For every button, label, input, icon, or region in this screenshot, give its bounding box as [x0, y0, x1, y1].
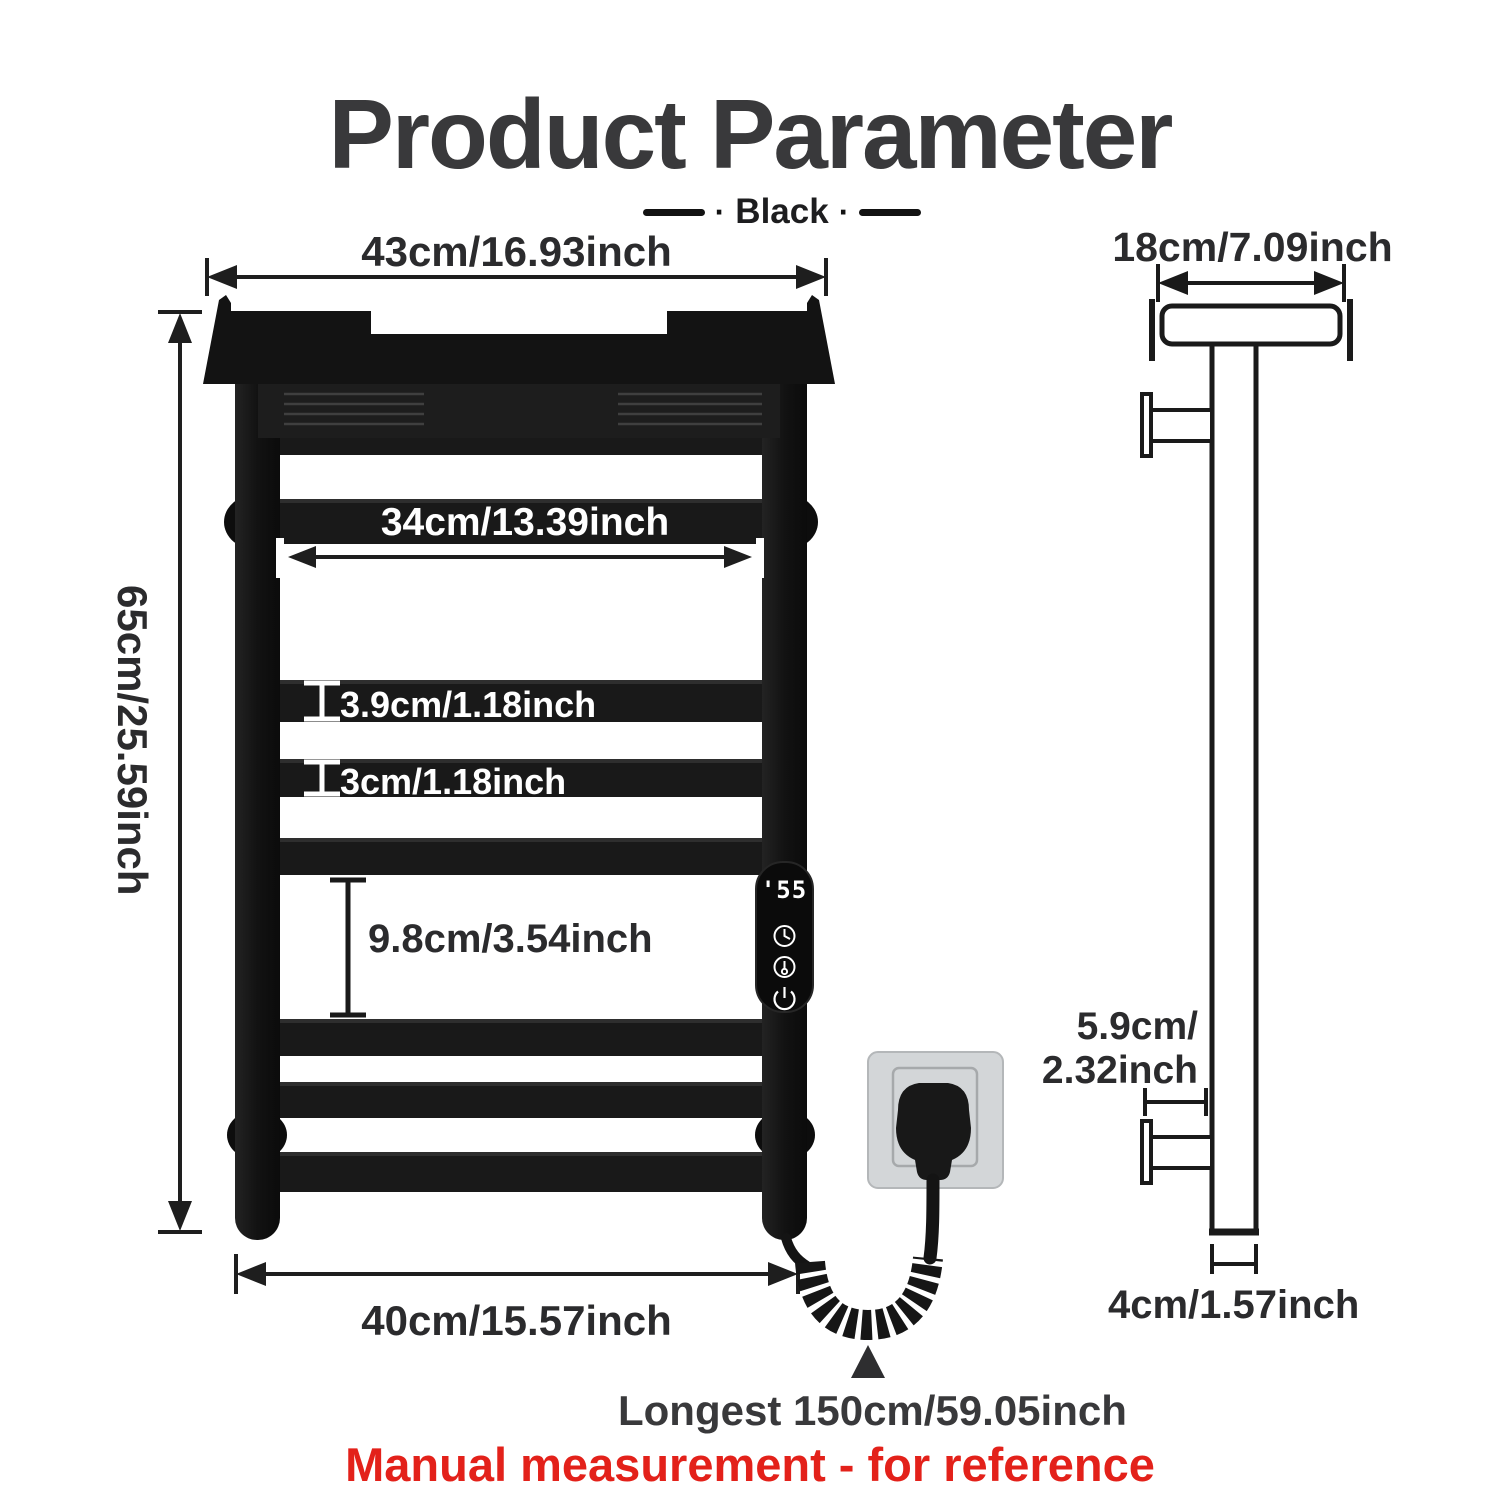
rack-post-left	[235, 358, 280, 1240]
dot-decoration-left: ·	[714, 194, 726, 230]
rack-rung	[262, 499, 776, 544]
dim-middle-gap-label: 9.8cm/3.54inch	[368, 917, 653, 961]
control-panel	[755, 861, 814, 1013]
dim-rung-width-ibeam	[304, 759, 340, 797]
dim-wall-distance-line1: 5.9cm/	[1076, 1005, 1198, 1048]
dim-rung-gap-label: 3.9cm/1.18inch	[340, 684, 597, 725]
dim-height-label: 65cm/25.59inch	[109, 585, 156, 896]
wall-bracket-lower	[1140, 1119, 1214, 1185]
rack-rung	[262, 1019, 776, 1056]
dim-post-depth-label: 4cm/1.57inch	[1108, 1283, 1360, 1327]
top-shelf	[203, 295, 835, 384]
shelf-profile	[1159, 303, 1343, 347]
towel-rack-side-view	[1140, 264, 1353, 1274]
dim-top-width-arrow	[205, 258, 828, 296]
dim-height-arrow	[158, 310, 202, 1234]
rack-rung	[262, 1082, 776, 1118]
dim-wall-distance-label: 5.9cm/ 2.32inch	[1030, 1005, 1198, 1092]
rack-rung	[262, 1152, 776, 1192]
panel-temperature-display: '55	[760, 876, 808, 904]
power-plug	[896, 1083, 971, 1265]
dim-inner-width-arrow	[276, 538, 764, 578]
dim-rung-width-label: 3cm/1.18inch	[340, 761, 567, 802]
cord-pointer-triangle	[851, 1345, 885, 1378]
variant-label: Black	[735, 192, 829, 231]
cord-length-label: Longest 150cm/59.05inch	[618, 1387, 1127, 1434]
page-title: Product Parameter	[328, 79, 1174, 189]
measurement-footnote: Manual measurement - for reference	[345, 1438, 1155, 1491]
dim-depth-label: 18cm/7.09inch	[1112, 224, 1393, 270]
dim-wall-distance-ibeam	[1143, 1088, 1208, 1116]
dash-decoration-left	[642, 208, 705, 216]
rack-rung	[262, 680, 776, 722]
wall-bracket-upper	[1140, 392, 1214, 458]
dim-top-width-label: 43cm/16.93inch	[361, 228, 672, 275]
post-profile	[1209, 344, 1259, 1236]
dim-rung-gap-ibeam	[304, 680, 340, 722]
timer-clock-icon	[773, 925, 796, 947]
dim-post-depth-ibeam	[1210, 1244, 1258, 1274]
dim-depth-arrow	[1156, 264, 1346, 302]
rack-rungs	[262, 420, 776, 1192]
dim-bottom-width-label: 40cm/15.57inch	[361, 1297, 672, 1344]
rack-rung	[262, 759, 776, 797]
dim-bottom-width-arrow	[234, 1254, 800, 1294]
temperature-icon	[773, 956, 796, 978]
dot-decoration-right: ·	[838, 194, 850, 230]
dim-wall-distance-line2: 2.32inch	[1041, 1048, 1198, 1092]
dim-inner-width-label: 34cm/13.39inch	[380, 501, 670, 544]
power-icon	[773, 987, 796, 1011]
vent-slats	[258, 384, 780, 438]
dim-middle-gap-ibeam	[330, 877, 366, 1018]
coiled-cord	[781, 1233, 943, 1341]
dash-decoration-right	[859, 208, 922, 216]
variant-row: · Black ·	[32, 192, 1500, 232]
rack-post-right	[762, 358, 807, 1240]
rack-rung	[262, 838, 776, 875]
mount-knobs	[224, 494, 818, 1160]
towel-rack-front-view	[203, 295, 835, 1240]
